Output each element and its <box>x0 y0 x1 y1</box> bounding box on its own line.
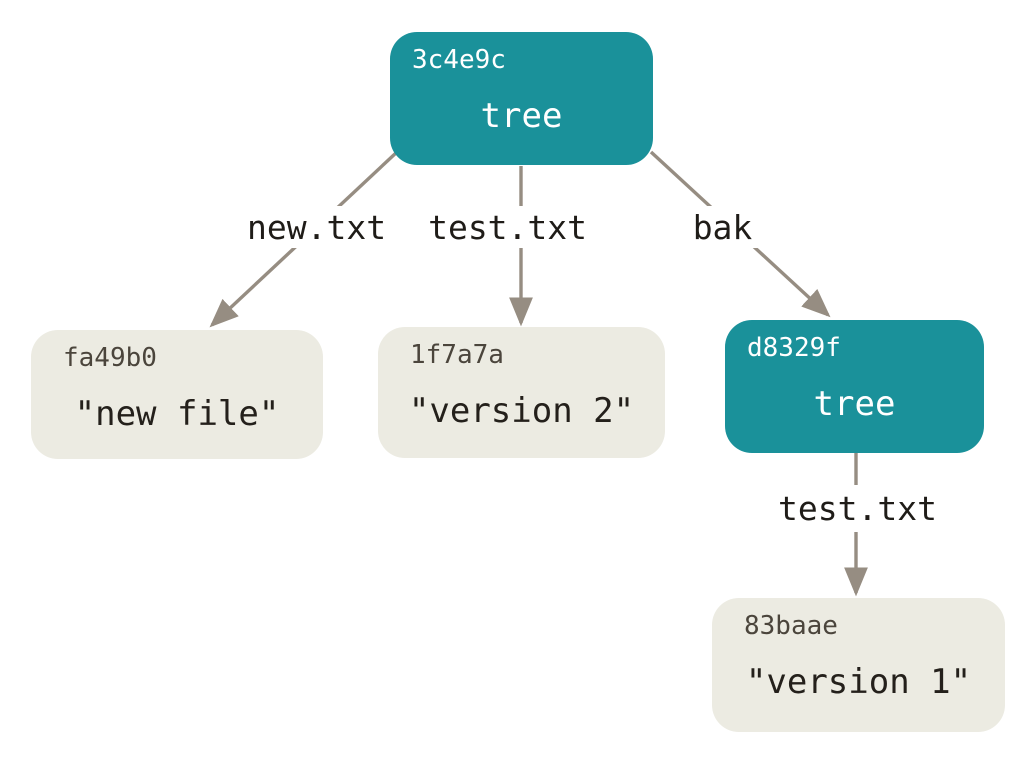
edge-label-new-txt: new.txt <box>247 207 387 247</box>
node-content: "new file" <box>74 394 280 434</box>
node-content: "version 2" <box>408 391 635 431</box>
node-hash: 83baae <box>744 611 838 641</box>
node-blob-version2: 1f7a7a "version 2" <box>378 327 665 458</box>
node-blob-version1: 83baae "version 1" <box>712 598 1005 732</box>
node-root-tree: 3c4e9c tree <box>390 32 653 165</box>
edge-label-strip: new.txt test.txt <box>238 206 642 248</box>
node-blob-new-file: fa49b0 "new file" <box>31 330 323 459</box>
node-hash: d8329f <box>747 333 841 363</box>
edge-label-test-txt-sub: test.txt <box>718 485 997 532</box>
node-content: "version 1" <box>745 662 972 702</box>
edge-label-test-txt: test.txt <box>428 207 588 247</box>
node-sub-tree: d8329f tree <box>725 320 984 453</box>
node-type-label: tree <box>480 96 563 136</box>
node-hash: fa49b0 <box>63 343 157 373</box>
node-type-label: tree <box>813 384 896 424</box>
node-hash: 1f7a7a <box>410 340 504 370</box>
edge-label-bak: bak <box>672 206 773 248</box>
node-hash: 3c4e9c <box>412 45 506 75</box>
